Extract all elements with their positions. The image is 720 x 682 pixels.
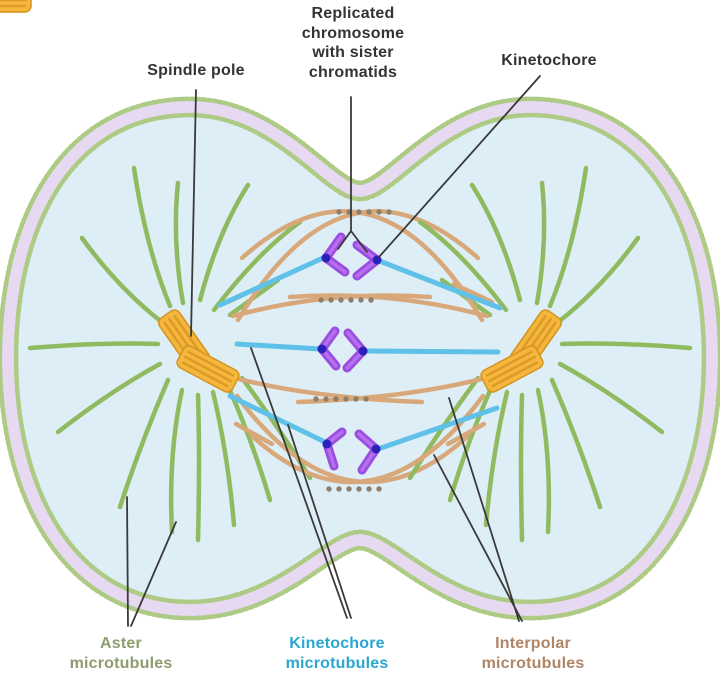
cell-membrane-lipid-beads xyxy=(1,100,719,617)
replicated-chromosome-label: Replicated chromosome with sister chroma… xyxy=(301,5,405,81)
spindle-pole-label: Spindle pole xyxy=(147,62,245,79)
replicated-chromosome-leader xyxy=(337,96,368,253)
chromosomes xyxy=(317,232,382,475)
kinetochore-microtubules xyxy=(217,255,503,452)
kinetochore-microtubules-label: Kinetochore microtubules xyxy=(285,635,389,672)
interpolar-mt-leaders xyxy=(433,397,523,622)
leader-lines xyxy=(126,75,541,627)
kinetochore-mt-leaders xyxy=(250,347,352,619)
aster-microtubules-label: Aster microtubules xyxy=(69,635,173,672)
kinetochore-dots xyxy=(317,253,382,454)
dot-row xyxy=(313,396,369,402)
spindle-pole-leader xyxy=(190,89,197,337)
dot-row xyxy=(326,486,382,492)
kinetochore-label: Kinetochore xyxy=(501,52,597,69)
aster-microtubules xyxy=(27,165,313,543)
aster-mt-leaders xyxy=(126,496,177,627)
kinetochore-leader xyxy=(378,75,541,258)
interpolar-microtubules-label: Interpolar microtubules xyxy=(481,635,585,672)
dot-row xyxy=(318,297,374,303)
